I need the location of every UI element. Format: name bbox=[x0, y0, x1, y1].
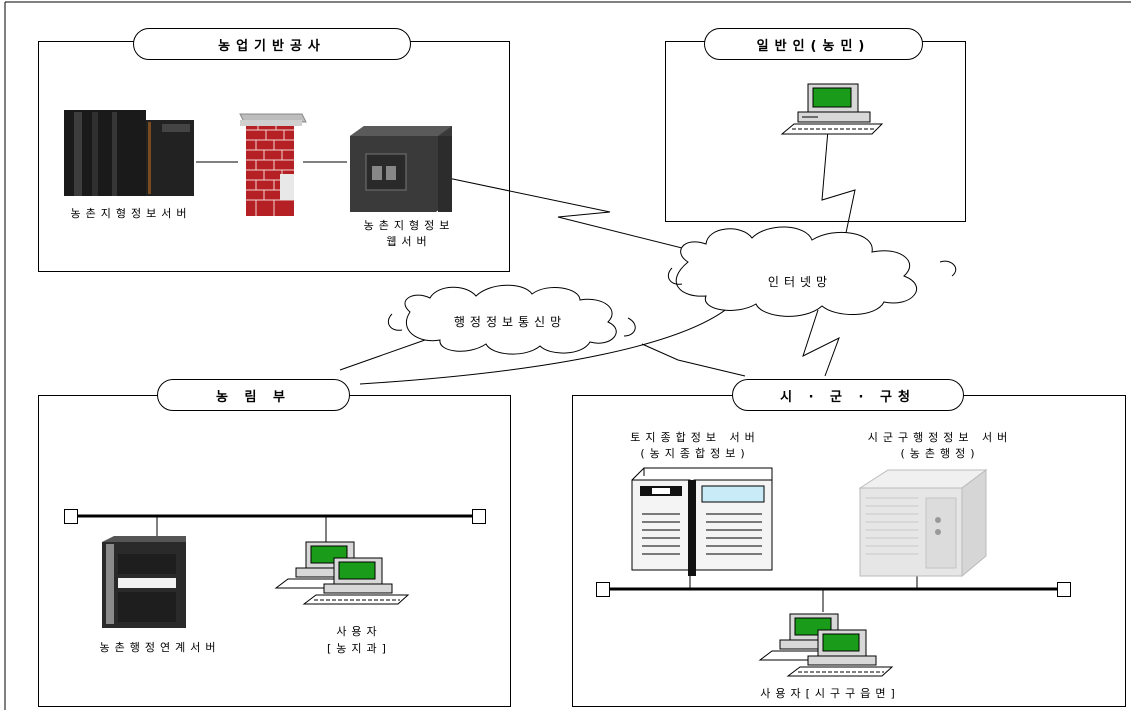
link-govnet-ministry bbox=[339, 339, 426, 371]
web-server-icon bbox=[350, 126, 452, 212]
link-internet-ministry bbox=[359, 301, 736, 385]
admin-server-label-2: (농촌행정) bbox=[900, 447, 980, 460]
local-user-label: 사용자[시구구읍면] bbox=[760, 687, 900, 700]
ministry-group-title: 농 림 부 bbox=[157, 379, 350, 411]
govnet-cloud bbox=[387, 284, 636, 355]
ministry-user-label-1: 사용자 bbox=[336, 625, 382, 638]
link-govnet-local bbox=[641, 343, 746, 377]
internet-label: 인터넷망 bbox=[767, 275, 833, 289]
internet-cloud bbox=[667, 226, 957, 317]
ministry-lan-terminator-left bbox=[64, 509, 78, 524]
rural-gis-server-label: 농촌지형정보서버 bbox=[70, 207, 192, 220]
admin-server-label-1: 시군구행정정보 서버 bbox=[867, 431, 1013, 444]
govnet-label: 행정정보통신망 bbox=[453, 315, 567, 329]
firewall-icon bbox=[239, 113, 307, 216]
ministry-user-pcs-icon bbox=[274, 541, 410, 605]
public-pc-icon bbox=[780, 83, 884, 135]
link-server-icon bbox=[102, 536, 186, 628]
rural-gis-web-label-2: 웹서버 bbox=[386, 235, 432, 248]
public-group-title: 일반인(농민) bbox=[704, 28, 923, 60]
kraa-group-title: 농업기반공사 bbox=[133, 28, 411, 60]
ministry-user-label-2: [농지과] bbox=[327, 642, 391, 655]
land-server-label-1: 토지종합정보 서버 bbox=[630, 431, 760, 444]
link-server-label: 농촌행정연계서버 bbox=[99, 641, 221, 654]
local-group-title: 시 · 군 · 구청 bbox=[732, 379, 964, 411]
land-server-label-2: (농지종합정보) bbox=[640, 447, 750, 460]
link-webserver-internet bbox=[447, 177, 723, 259]
server-rack-icon bbox=[64, 110, 194, 196]
admin-server-icon bbox=[858, 469, 988, 578]
rural-gis-web-label-1: 농촌지형정보 bbox=[363, 219, 455, 232]
ministry-lan-terminator-right bbox=[472, 509, 486, 524]
link-internet-local bbox=[802, 309, 840, 377]
link-public-internet bbox=[821, 129, 856, 253]
land-server-icon bbox=[631, 467, 773, 576]
local-user-pcs-icon bbox=[758, 613, 894, 677]
local-lan-terminator-left bbox=[596, 582, 610, 597]
local-lan-terminator-right bbox=[1057, 582, 1071, 597]
